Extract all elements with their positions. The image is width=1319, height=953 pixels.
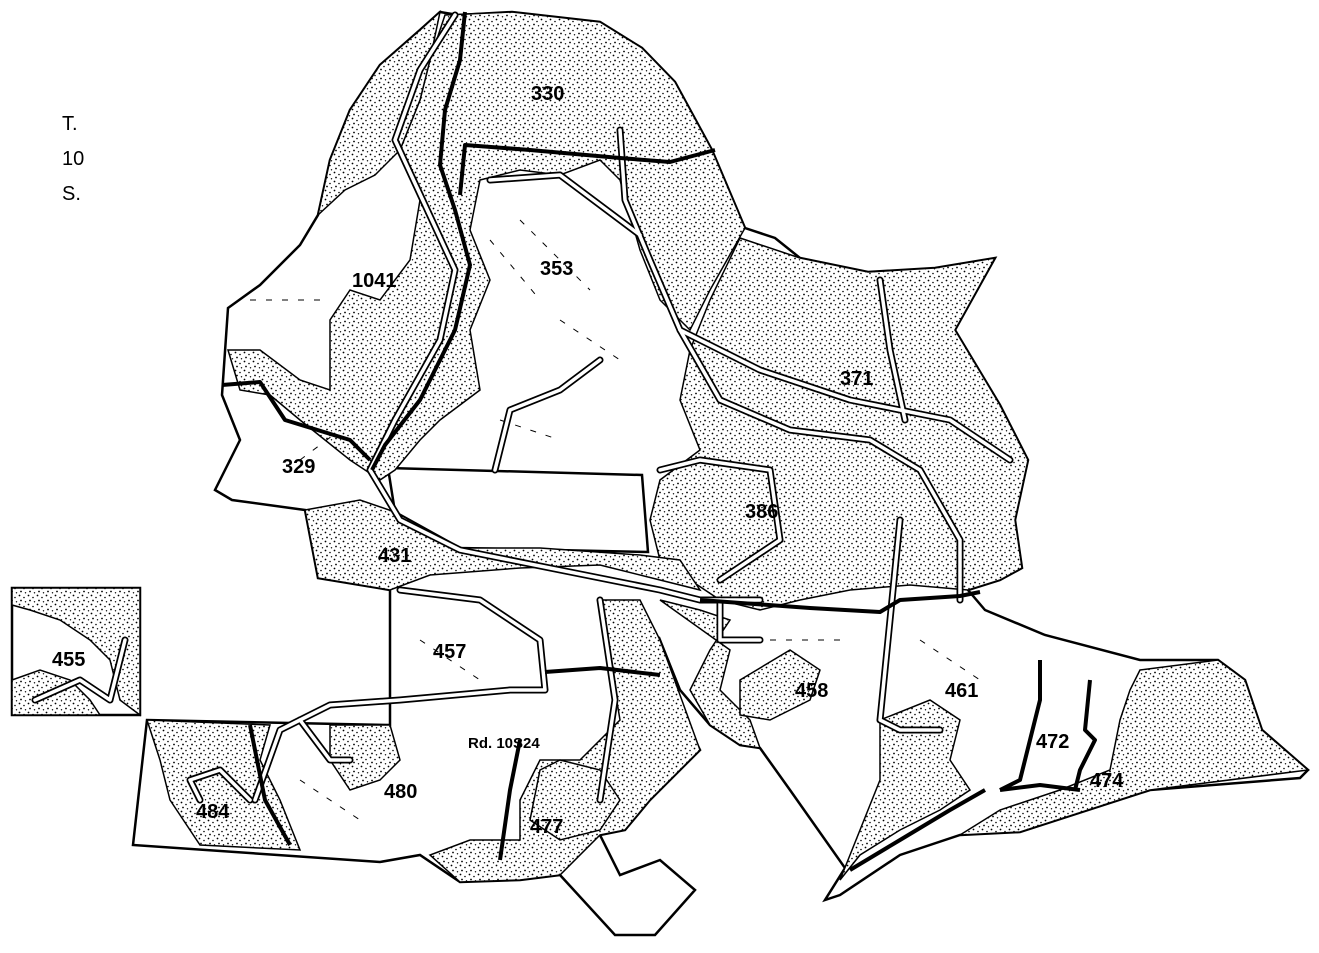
- unit-label-472: 472: [1036, 731, 1069, 753]
- slope-hatching: [250, 219, 981, 821]
- unit-label-386: 386: [745, 501, 778, 523]
- unit-label-458: 458: [795, 680, 828, 702]
- unit-boundaries: [221, 11, 1097, 872]
- unit-label-329: 329: [282, 456, 315, 478]
- unit-label-330: 330: [531, 83, 564, 105]
- unit-label-353: 353: [540, 258, 573, 280]
- unit-label-455: 455: [52, 649, 85, 671]
- unit-label-371: 371: [840, 368, 873, 390]
- township-label-number: 10: [62, 148, 85, 170]
- road-label: Rd. 10S24: [468, 735, 540, 752]
- township-label-s: S.: [62, 183, 81, 205]
- unit-label-457: 457: [433, 641, 466, 663]
- unit-label-484: 484: [196, 801, 230, 823]
- unit-label-474: 474: [1090, 770, 1124, 792]
- unit-label-480: 480: [384, 781, 417, 803]
- unit-label-1041: 1041: [352, 270, 397, 292]
- unit-label-461: 461: [945, 680, 978, 702]
- roads: [31, 11, 1014, 804]
- unit-label-431: 431: [378, 545, 411, 567]
- township-label-t: T.: [62, 113, 78, 135]
- unit-label-477: 477: [530, 816, 563, 838]
